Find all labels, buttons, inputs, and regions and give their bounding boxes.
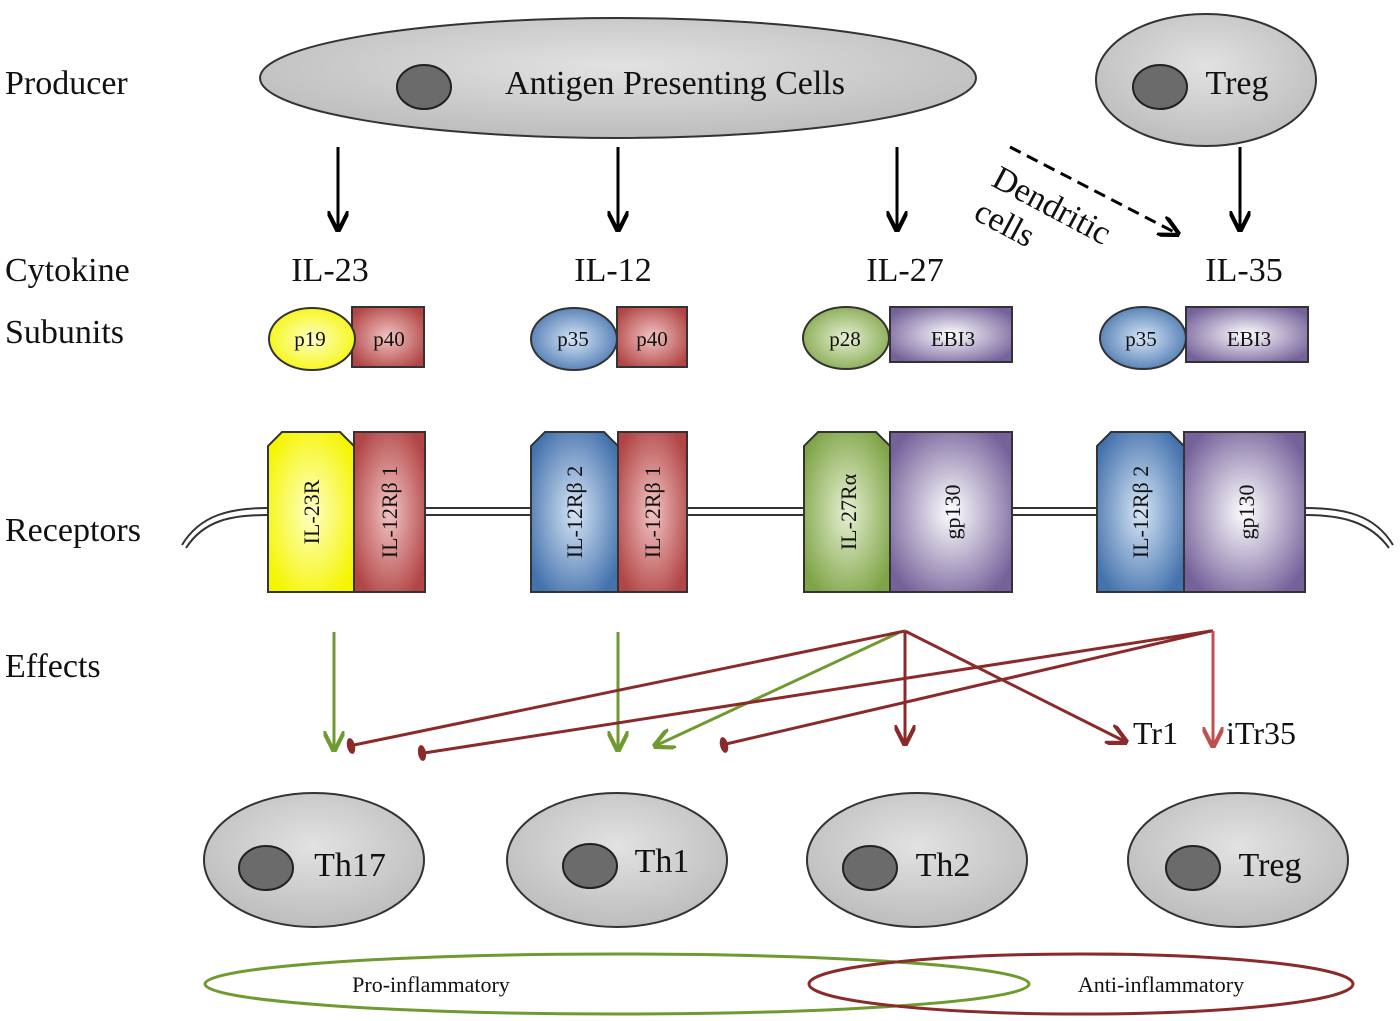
subunit-il23-p19-label: p19	[294, 327, 326, 351]
th1-nucleus	[562, 843, 618, 889]
effect-il35-inhibits-th17	[423, 629, 1212, 755]
effect-il35-inhibits-th1	[725, 629, 1212, 746]
target-cell-th1-label: Th1	[635, 843, 690, 880]
subunit-il27-p28	[802, 306, 890, 370]
subunits-il27: p28 EBI3	[802, 306, 1013, 370]
effect-il27-inhibits-th17	[353, 629, 906, 747]
dendritic-cells-label: Dendritic cells	[968, 159, 1117, 254]
subunit-il35-ebi3	[1185, 306, 1309, 363]
cytokine-il35: IL-35	[1205, 252, 1282, 289]
inhibit-head-th17-il35	[417, 745, 427, 761]
receptor-il35-il12rb2-label: IL-12Rβ 2	[1128, 466, 1153, 558]
receptor-il27-gp130-label: gp130	[940, 485, 965, 540]
row-label-subunits: Subunits	[5, 314, 124, 351]
subunit-il27-p28-label: p28	[829, 327, 861, 351]
pro-inflammatory-label: Pro-inflammatory	[352, 972, 510, 997]
receptor-il12: IL-12Rβ 2 IL-12Rβ 1	[530, 431, 688, 593]
subunit-il35-ebi3-label: EBI3	[1227, 327, 1271, 351]
row-label-effects: Effects	[5, 648, 101, 685]
receptor-il12-il12rb1-label: IL-12Rβ 1	[640, 466, 665, 558]
receptor-il35-gp130	[1183, 431, 1306, 593]
treg-producer-nucleus	[1132, 64, 1188, 110]
target-cell-th17-label: Th17	[314, 847, 386, 884]
receptor-il23-il12rb1-label: IL-12Rβ 1	[377, 466, 402, 558]
apc-cell: Antigen Presenting Cells	[259, 17, 977, 139]
subunit-il23-p40	[351, 306, 425, 368]
effect-target-tr1: Tr1	[1133, 715, 1178, 751]
subunit-il12-p35	[530, 307, 618, 371]
subunit-il27-ebi3	[889, 306, 1013, 363]
receptor-il35-gp130-label: gp130	[1234, 485, 1259, 540]
pro-inflammatory-ring	[203, 952, 1031, 1016]
receptor-il27: IL-27Rα gp130	[803, 431, 1013, 593]
row-label-cytokine: Cytokine	[5, 252, 130, 289]
cell-membrane	[181, 507, 1394, 549]
target-cell-th2-label: Th2	[916, 847, 971, 884]
subunits-il35: p35 EBI3	[1099, 306, 1309, 370]
subunit-il35-p35-label: p35	[1125, 327, 1157, 351]
anti-inflammatory-label: Anti-inflammatory	[1078, 972, 1244, 997]
cytokine-il12: IL-12	[574, 252, 651, 289]
subunit-il12-p40-label: p40	[636, 327, 668, 351]
cytokine-il23: IL-23	[291, 252, 368, 289]
cytokine-il27: IL-27	[866, 252, 943, 289]
subunits-il23: p19 p40	[268, 306, 425, 371]
target-cell-th1: Th1	[506, 792, 728, 928]
arrow-dendritic-il35	[1009, 145, 1178, 234]
inhibit-head-th1-il35	[719, 737, 729, 753]
th17-nucleus	[238, 845, 294, 891]
receptor-il23-il12rb1	[353, 431, 426, 593]
apc-nucleus	[396, 64, 452, 110]
receptor-il23: IL-23R IL-12Rβ 1	[267, 431, 426, 593]
treg-producer-cell: Treg	[1095, 13, 1317, 147]
subunit-il23-p40-label: p40	[373, 327, 405, 351]
receptor-il35: IL-12Rβ 2 gp130	[1096, 431, 1306, 593]
anti-inflammatory-ring	[807, 952, 1355, 1016]
th2-nucleus	[842, 845, 898, 891]
target-cell-treg: Treg	[1127, 792, 1349, 928]
receptor-il12rb2-label: IL-12Rβ 2	[562, 466, 587, 558]
subunit-il12-p35-label: p35	[557, 327, 589, 351]
inhibit-head-th17	[346, 738, 356, 754]
receptor-il27ra-label: IL-27Rα	[836, 473, 861, 550]
subunit-il35-p35	[1099, 306, 1187, 370]
row-label-producer: Producer	[5, 65, 128, 102]
effect-target-itr35: iTr35	[1226, 715, 1296, 751]
treg-nucleus	[1165, 845, 1221, 891]
subunit-il12-p40	[616, 306, 688, 368]
subunit-il27-ebi3-label: EBI3	[931, 327, 975, 351]
effect-il27-stimulates-th1	[655, 631, 899, 746]
effect-il27-stimulates-tr1	[904, 629, 1126, 742]
receptor-il12-il12rb1	[617, 431, 688, 593]
target-cell-th17: Th17	[203, 792, 425, 928]
subunit-il23-p19	[268, 307, 356, 371]
row-label-receptors: Receptors	[5, 512, 141, 549]
apc-label: Antigen Presenting Cells	[505, 65, 845, 102]
treg-producer-label: Treg	[1206, 65, 1269, 102]
receptor-il27-gp130	[889, 431, 1013, 593]
target-cell-treg-label: Treg	[1239, 847, 1302, 884]
target-cell-th2: Th2	[806, 792, 1028, 928]
subunits-il12: p35 p40	[530, 306, 688, 371]
receptor-il23r-label: IL-23R	[299, 479, 324, 544]
